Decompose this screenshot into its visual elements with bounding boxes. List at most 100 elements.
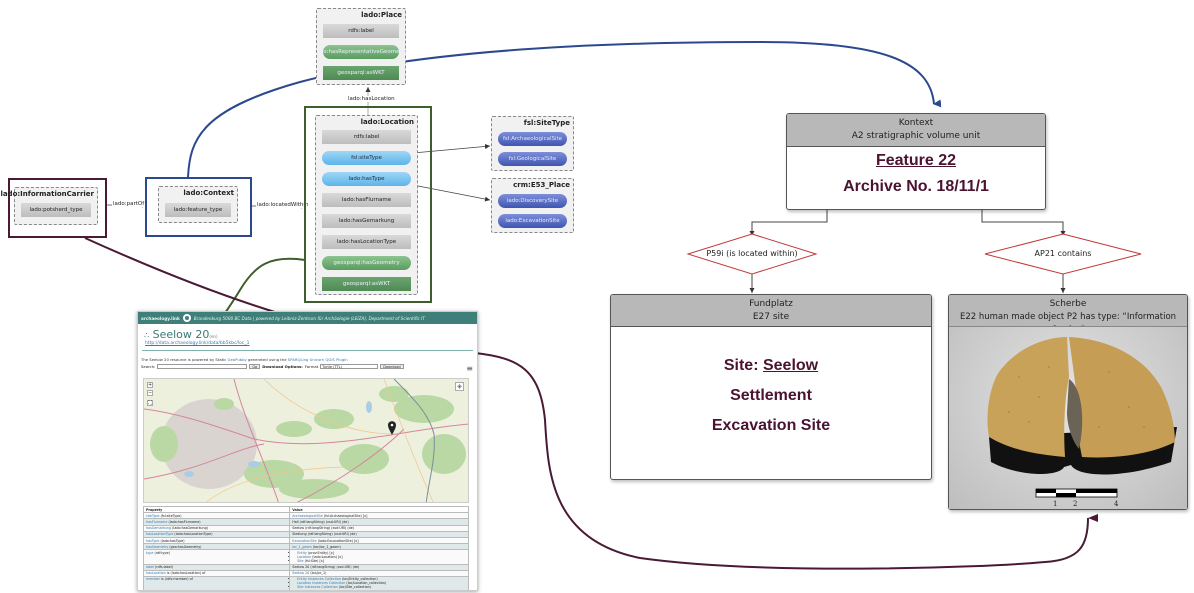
value-link[interactable]: Location	[297, 554, 312, 559]
geopubby-link[interactable]: GeoPubby	[227, 357, 247, 362]
value-link[interactable]: Entity	[297, 550, 307, 555]
scherbe-header-title: Scherbe	[1049, 299, 1087, 309]
table-row: hasFlurname (lado:hasFlurname)Hall (rdf:…	[142, 518, 469, 526]
geopubby-webpage: archaeology.link Brandenburg 5000 BC Dat…	[137, 311, 478, 591]
location-map[interactable]: + − ⛶ ◈	[143, 378, 469, 503]
property-qname: is (rdfs:member) of	[161, 577, 193, 582]
value-excavation-site[interactable]: lado:ExcavationSite	[498, 214, 567, 228]
value-cell: loc_1_geom (loc/loc_1_geom)	[289, 543, 469, 551]
value-geological-site[interactable]: fsl:GeologicalSite	[498, 152, 567, 166]
kontext-header: Kontext A2 stratigraphic volume unit	[787, 114, 1045, 147]
resource-title: ∴ Seelow 20(en)	[144, 328, 477, 341]
hamburger-menu-icon[interactable]: ≡	[466, 364, 473, 373]
go-button[interactable]: Go	[249, 364, 261, 369]
value-link[interactable]: Site Instances Collection	[297, 585, 338, 590]
property-link[interactable]: hasLocationType	[146, 532, 174, 537]
property-site-type[interactable]: fsl:siteType	[322, 151, 411, 165]
edge-has-type	[412, 184, 491, 202]
powered-mid: generated using the	[248, 357, 287, 362]
value-item: Site Instances Collection (loc/Site_coll…	[297, 585, 466, 589]
property-qname: (lado:hasGemarkung)	[172, 526, 208, 531]
value-item: Location (lado:Location) [x]	[297, 555, 466, 559]
site-line: Site: Seelow	[611, 357, 931, 375]
value-link[interactable]: Entity Instances Collection	[297, 577, 342, 582]
potsherd-photo: 1 2 4	[949, 326, 1187, 509]
value-link[interactable]: ExcavationSite	[292, 538, 317, 543]
property-link[interactable]: label	[146, 565, 154, 570]
fundplatz-box: Fundplatz E27 site Site: Seelow Settleme…	[610, 294, 932, 480]
map-layers-icon[interactable]: ◈	[455, 382, 464, 391]
value-text: (prov:Entity) [x]	[307, 550, 334, 555]
property-potsherd-type[interactable]: lado:potsherd_type	[21, 203, 91, 217]
property-has-flurname[interactable]: lado:hasFlurname	[322, 193, 411, 207]
property-rdfs-label[interactable]: rdfs:label	[323, 24, 399, 38]
value-link[interactable]: Seelow 20	[292, 571, 310, 576]
webpage-tagline: Brandenburg 5000 BC Data | powered by Le…	[193, 315, 425, 321]
property-has-geometry[interactable]: geosparql:hasGeometry	[322, 256, 411, 270]
relation-diamond-p59i	[686, 233, 818, 275]
property-has-location-type[interactable]: lado:hasLocationType	[322, 235, 411, 249]
value-link[interactable]: loc_1_geom	[292, 544, 312, 549]
map-fullscreen-button[interactable]: ⛶	[147, 400, 153, 406]
search-input[interactable]	[157, 364, 248, 369]
site-prefix: Site:	[723, 357, 763, 374]
class-e53-place[interactable]: crm:E53_Place lado:DiscoverySite lado:Ex…	[491, 178, 574, 233]
property-has-representative-geometry[interactable]: lado:hasRepresentativeGeometry	[315, 45, 407, 59]
value-link[interactable]: Site	[297, 558, 304, 563]
powered-prefix: The Seelow 20 resource is powered by Sta…	[141, 357, 227, 362]
table-row: hasGeometry (geo:hasGeometry)loc_1_geom …	[142, 543, 469, 551]
value-link[interactable]: Location Instances Collection	[297, 581, 346, 586]
property-link[interactable]: hasGemarkung	[146, 526, 172, 531]
property-as-wkt[interactable]: geosparql:asWKT	[322, 277, 411, 291]
property-link[interactable]: type	[146, 550, 154, 555]
property-link[interactable]: hasLocation	[146, 571, 166, 576]
property-feature-type[interactable]: lado:feature_type	[165, 203, 231, 217]
value-text: (loc/loc_1_geom)	[312, 544, 341, 549]
download-options-label: Download Options:	[262, 364, 303, 369]
map-zoom-in-button[interactable]: +	[147, 382, 153, 388]
search-row: Search: Go Download Options: Format Turt…	[141, 364, 474, 369]
property-link[interactable]: member	[146, 577, 160, 582]
class-information-carrier[interactable]: lado:InformationCarrier lado:potsherd_ty…	[0, 187, 98, 225]
site-type-settlement: Settlement	[730, 387, 812, 404]
property-link[interactable]: siteType	[146, 513, 160, 518]
class-location[interactable]: lado:Location rdfs:label fsl:siteType la…	[315, 115, 418, 295]
kontext-header-class: A2 stratigraphic volume unit	[851, 131, 981, 141]
property-link[interactable]: hasGeometry	[146, 544, 169, 549]
property-has-type[interactable]: lado:hasType	[322, 172, 411, 186]
map-tiles	[144, 379, 468, 502]
value-discovery-site[interactable]: lado:DiscoverySite	[498, 194, 567, 208]
feature-link[interactable]: Feature 22	[875, 152, 957, 169]
property-rdfs-label[interactable]: rdfs:label	[322, 130, 411, 144]
value-item: Seelow 20 (loc/pc_1)	[292, 571, 326, 575]
location-marker-icon[interactable]	[388, 421, 396, 435]
value-item: Entity Instances Collection (loc/Entity_…	[297, 577, 466, 581]
site-link[interactable]: Seelow	[762, 357, 819, 374]
property-cell: type (rdf:type)	[142, 549, 291, 565]
kontext-header-title: Kontext	[898, 118, 934, 128]
scale-label-2: 2	[1073, 500, 1078, 508]
class-site-type[interactable]: fsl:SiteType fsl:ArchaeologicalSite fsl:…	[491, 116, 574, 171]
webpage-brand[interactable]: archaeology.link	[141, 315, 180, 321]
class-place[interactable]: lado:Place rdfs:label lado:hasRepresenta…	[315, 8, 407, 85]
value-text: Hall (rdf:langString) (xsd:URI) (de)	[292, 519, 349, 524]
map-zoom-out-button[interactable]: −	[147, 390, 153, 396]
value-item: Entity (prov:Entity) [x]	[297, 551, 466, 555]
value-archaeological-site[interactable]: fsl:ArchaeologicalSite	[498, 132, 567, 146]
edge-site-type	[412, 143, 491, 154]
fundplatz-header: Fundplatz E27 site	[611, 295, 931, 327]
property-as-wkt[interactable]: geosparql:asWKT	[323, 66, 399, 80]
value-link[interactable]: ArchaeologicalSite	[292, 513, 323, 518]
property-has-gemarkung[interactable]: lado:hasGemarkung	[322, 214, 411, 228]
property-cell: hasLocation is (lado:hasLocation) of	[142, 569, 291, 577]
kontext-box: Kontext A2 stratigraphic volume unit Fea…	[786, 113, 1046, 210]
resource-uri-link[interactable]: http://data.archaeology.link/data/bb5kbc…	[145, 341, 250, 346]
context-frame	[145, 177, 252, 237]
sparqling-unicorn-link[interactable]: SPARQLing Unicorn QGIS Plugin	[287, 357, 348, 362]
link-context-to-kontext	[187, 40, 942, 178]
format-select[interactable]: Turtle (TTL)	[320, 364, 379, 369]
property-link[interactable]: hasFlurname	[146, 519, 168, 524]
class-context[interactable]: lado:Context lado:feature_type	[158, 186, 238, 223]
property-link[interactable]: hasType	[146, 538, 160, 543]
download-button[interactable]: Download	[380, 364, 404, 369]
